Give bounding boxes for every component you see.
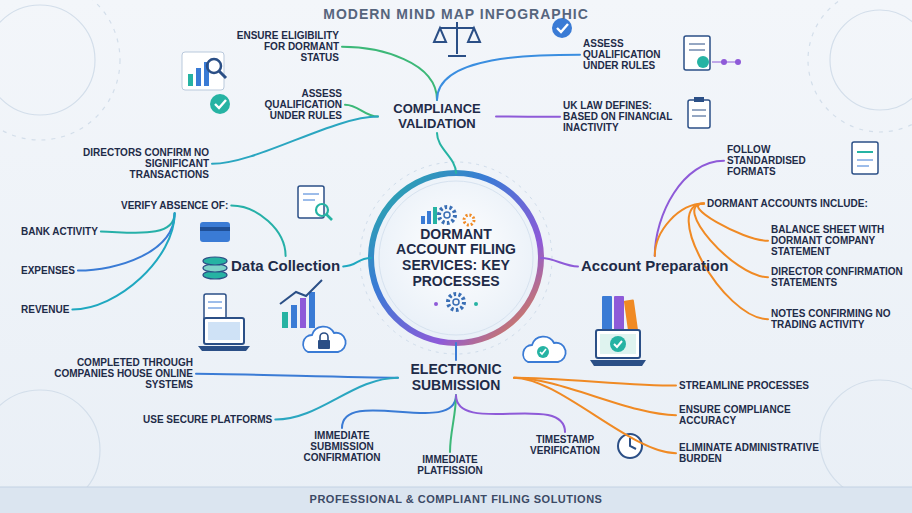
document-icon	[852, 142, 878, 174]
leaf-text: ASSESS QUALIFICATION UNDER RULES	[580, 36, 680, 74]
branch-connector	[437, 55, 580, 100]
document-flow-icon	[684, 36, 741, 70]
leaf-text: DIRECTOR CONFIRMATION STATEMENTS	[768, 264, 906, 290]
node-text: DIRECTORS CONFIRM NO SIGNIFICANT TRANSAC…	[69, 147, 209, 181]
branch-connector	[342, 47, 437, 100]
branch-connector	[342, 395, 456, 428]
leaf-text: FOLLOW STANDARDISED FORMATS	[724, 142, 844, 180]
leaf-text: IMMEDIATE SUBMISSION CONFIRMATION	[290, 428, 394, 466]
hub-title: DORMANT ACCOUNT FILING SERVICES: KEY PRO…	[393, 227, 519, 290]
branch-heading: Account Preparation	[578, 256, 732, 277]
node-text: UK LAW DEFINES: BASED ON FINANCIAL INACT…	[563, 100, 677, 134]
binders-icon	[602, 296, 638, 333]
branch-connector	[698, 204, 768, 241]
leaf-text: BALANCE SHEET WITH DORMANT COMPANY STATE…	[768, 222, 906, 260]
branch-connector	[456, 395, 565, 432]
branch-heading: ELECTRONIC SUBMISSION	[398, 360, 514, 395]
branch-connector	[496, 116, 560, 117]
branch-connector	[345, 105, 378, 117]
leaf-text: EXPENSES	[18, 263, 78, 278]
laptop-check-icon	[590, 330, 646, 366]
leaf-text: ENSURE COMPLIANCE ACCURACY	[676, 402, 816, 428]
node-text: BANK ACTIVITY	[21, 226, 98, 237]
branch-connector	[514, 378, 676, 386]
cloud-lock-icon	[303, 327, 346, 352]
node-text: ELIMINATE ADMINISTRATIVE BURDEN	[679, 442, 853, 464]
node-text: Account Preparation	[581, 258, 729, 275]
node-text: DORMANT ACCOUNTS INCLUDE:	[707, 198, 868, 209]
title: MODERN MIND MAP INFOGRAPHIC	[0, 6, 912, 22]
node-text: TIMESTAMP VERIFICATION	[515, 434, 615, 456]
document-search-icon	[298, 186, 332, 220]
branch-connector	[196, 374, 398, 378]
leaf-text: IMMEDIATE PLATFISSION	[402, 452, 498, 478]
leaf-text: COMPLETED THROUGH COMPANIES HOUSE ONLINE…	[16, 355, 196, 393]
node-text: DIRECTOR CONFIRMATION STATEMENTS	[771, 266, 903, 288]
branch-connector	[78, 213, 175, 270]
caption-band	[0, 487, 912, 513]
branch-connector	[456, 343, 457, 360]
branch-connector	[343, 258, 371, 266]
node-text: USE SECURE PLATFORMS	[143, 414, 272, 425]
node-text: IMMEDIATE PLATFISSION	[405, 454, 495, 476]
leaf-text: DIRECTORS CONFIRM NO SIGNIFICANT TRANSAC…	[66, 145, 212, 183]
leaf-text: UK LAW DEFINES: BASED ON FINANCIAL INACT…	[560, 98, 680, 136]
node-text: REVENUE	[21, 304, 69, 315]
node-text: ELECTRONIC SUBMISSION	[401, 362, 511, 393]
branch-connector	[212, 117, 378, 164]
caption: PROFESSIONAL & COMPLIANT FILING SOLUTION…	[0, 493, 912, 505]
branch-heading: COMPLIANCE VALIDATION	[378, 100, 496, 133]
growth-chart-icon	[280, 280, 322, 328]
node-text: VERIFY ABSENCE OF:	[121, 200, 228, 211]
leaf-text: NOTES CONFIRMING NO TRADING ACTIVITY	[768, 306, 906, 332]
branch-connector	[275, 378, 398, 420]
node-text: STREAMLINE PROCESSES	[679, 380, 809, 391]
document-icon	[204, 294, 226, 320]
node-text: COMPLIANCE VALIDATION	[381, 102, 493, 131]
leaf-text: VERIFY ABSENCE OF:	[118, 198, 231, 213]
branch-connector	[541, 258, 578, 266]
leaf-text: TIMESTAMP VERIFICATION	[512, 432, 618, 458]
cloud-check-icon	[523, 337, 566, 362]
leaf-text: ENSURE ELIGIBILITY FOR DORMANT STATUS	[230, 28, 342, 66]
node-text: ENSURE ELIGIBILITY FOR DORMANT STATUS	[233, 30, 339, 64]
branch-connector	[450, 395, 456, 452]
node-text: EXPENSES	[21, 265, 75, 276]
chart-icon	[182, 52, 226, 90]
coins-icon	[203, 257, 227, 279]
node-text: BALANCE SHEET WITH DORMANT COMPANY STATE…	[771, 224, 903, 258]
leaf-text: BANK ACTIVITY	[18, 224, 101, 239]
scale-icon	[434, 22, 480, 56]
center-hub: DORMANT ACCOUNT FILING SERVICES: KEY PRO…	[371, 173, 541, 343]
branch-heading: Data Collection	[228, 256, 343, 277]
leaf-text: USE SECURE PLATFORMS	[140, 412, 275, 427]
node-text: ASSESS QUALIFICATION UNDER RULES	[238, 88, 342, 122]
leaf-text: REVENUE	[18, 302, 72, 317]
node-text: ASSESS QUALIFICATION UNDER RULES	[583, 38, 677, 72]
clipboard-icon	[688, 97, 710, 128]
branch-connector	[101, 213, 175, 233]
leaf-text: ELIMINATE ADMINISTRATIVE BURDEN	[676, 440, 856, 466]
node-text: IMMEDIATE SUBMISSION CONFIRMATION	[293, 430, 391, 464]
center-hub	[360, 162, 552, 354]
branch-connector	[437, 133, 456, 173]
node-text: ENSURE COMPLIANCE ACCURACY	[679, 404, 813, 426]
node-text: FOLLOW STANDARDISED FORMATS	[727, 144, 841, 178]
branch-connector	[231, 206, 285, 256]
check-icon	[210, 94, 230, 114]
node-text: Data Collection	[231, 258, 340, 275]
leaf-text: DORMANT ACCOUNTS INCLUDE:	[704, 196, 871, 211]
node-text: NOTES CONFIRMING NO TRADING ACTIVITY	[771, 308, 903, 330]
node-text: COMPLETED THROUGH COMPANIES HOUSE ONLINE…	[19, 357, 193, 391]
leaf-text: STREAMLINE PROCESSES	[676, 378, 812, 393]
leaf-text: ASSESS QUALIFICATION UNDER RULES	[235, 86, 345, 124]
laptop-icon	[198, 318, 250, 351]
card-icon	[200, 222, 230, 242]
